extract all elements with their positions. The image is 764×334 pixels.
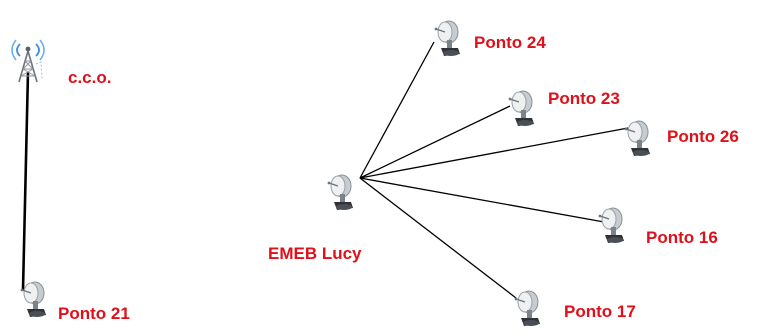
- parabolic-antenna-icon: [506, 88, 538, 128]
- node-label-ponto16: Ponto 16: [646, 228, 718, 247]
- parabolic-antenna-icon: [622, 118, 654, 158]
- node-label-cco: c.c.o.: [68, 68, 112, 87]
- node-label-ponto23: Ponto 23: [548, 89, 620, 108]
- link-emeb-lucy-ponto17: [359, 177, 517, 299]
- link-emeb-lucy-ponto16: [359, 177, 605, 223]
- link-emeb-lucy-ponto24: [359, 41, 435, 179]
- node-label-emeb-lucy: EMEB Lucy: [268, 244, 362, 263]
- node-label-ponto26: Ponto 26: [667, 127, 739, 146]
- link-cco-ponto21: [21, 71, 30, 291]
- radio-tower-icon: [8, 34, 48, 84]
- link-emeb-lucy-ponto26: [359, 127, 629, 179]
- parabolic-antenna-icon: [432, 18, 464, 58]
- node-label-ponto17: Ponto 17: [564, 302, 636, 321]
- node-label-ponto24: Ponto 24: [474, 33, 546, 52]
- parabolic-antenna-icon: [512, 288, 544, 328]
- link-emeb-lucy-ponto23: [359, 105, 511, 179]
- node-label-ponto21: Ponto 21: [58, 304, 130, 323]
- parabolic-antenna-icon: [325, 172, 357, 212]
- parabolic-antenna-icon: [18, 279, 50, 319]
- parabolic-antenna-icon: [596, 205, 628, 245]
